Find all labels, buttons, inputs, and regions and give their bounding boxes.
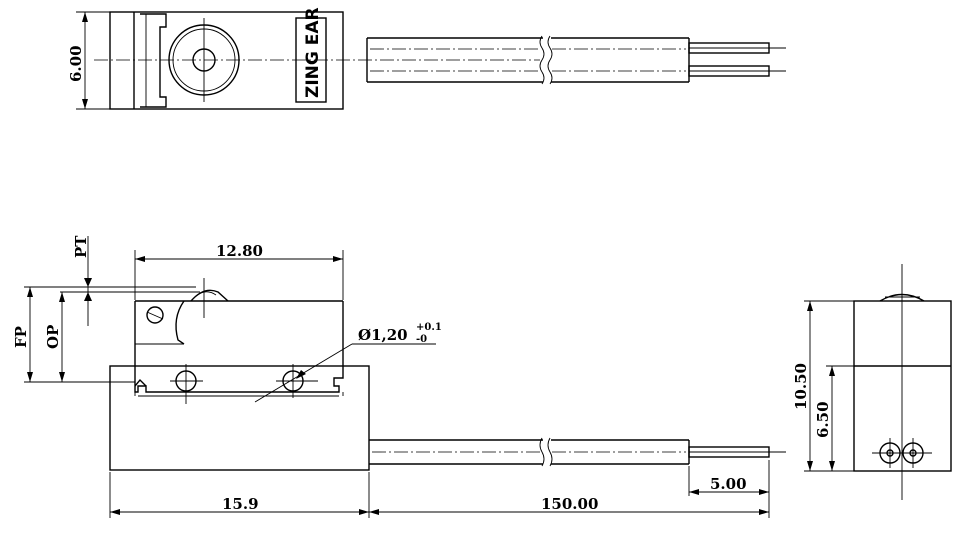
dim-fp-label: FP <box>12 326 30 348</box>
logo-text: ZING EAR <box>303 7 323 98</box>
dim-op-label: OP <box>44 325 62 349</box>
dim-total-height: 10.50 <box>792 363 810 410</box>
dim-hole-tol-upper: +0.1 <box>416 322 442 333</box>
dim-thickness: 6.00 <box>67 45 85 82</box>
dim-hole-diameter: Ø1,20 <box>358 326 408 344</box>
dim-hole-tol-lower: -0 <box>416 334 427 345</box>
side-view: 10.50 6.50 <box>792 264 952 500</box>
dim-pt-label: PT <box>72 235 90 258</box>
dim-base-length: 15.9 <box>222 495 259 513</box>
dim-body-length: 12.80 <box>216 242 263 260</box>
dim-wire-length: 150.00 <box>541 495 598 513</box>
dim-strip-length: 5.00 <box>710 475 747 493</box>
top-view: ZING EAR 6.00 <box>67 7 786 110</box>
front-view: PT FP OP 12.80 Ø1,20 +0.1 -0 15.9 150.00… <box>12 235 786 518</box>
dim-base-height: 6.50 <box>814 401 832 438</box>
